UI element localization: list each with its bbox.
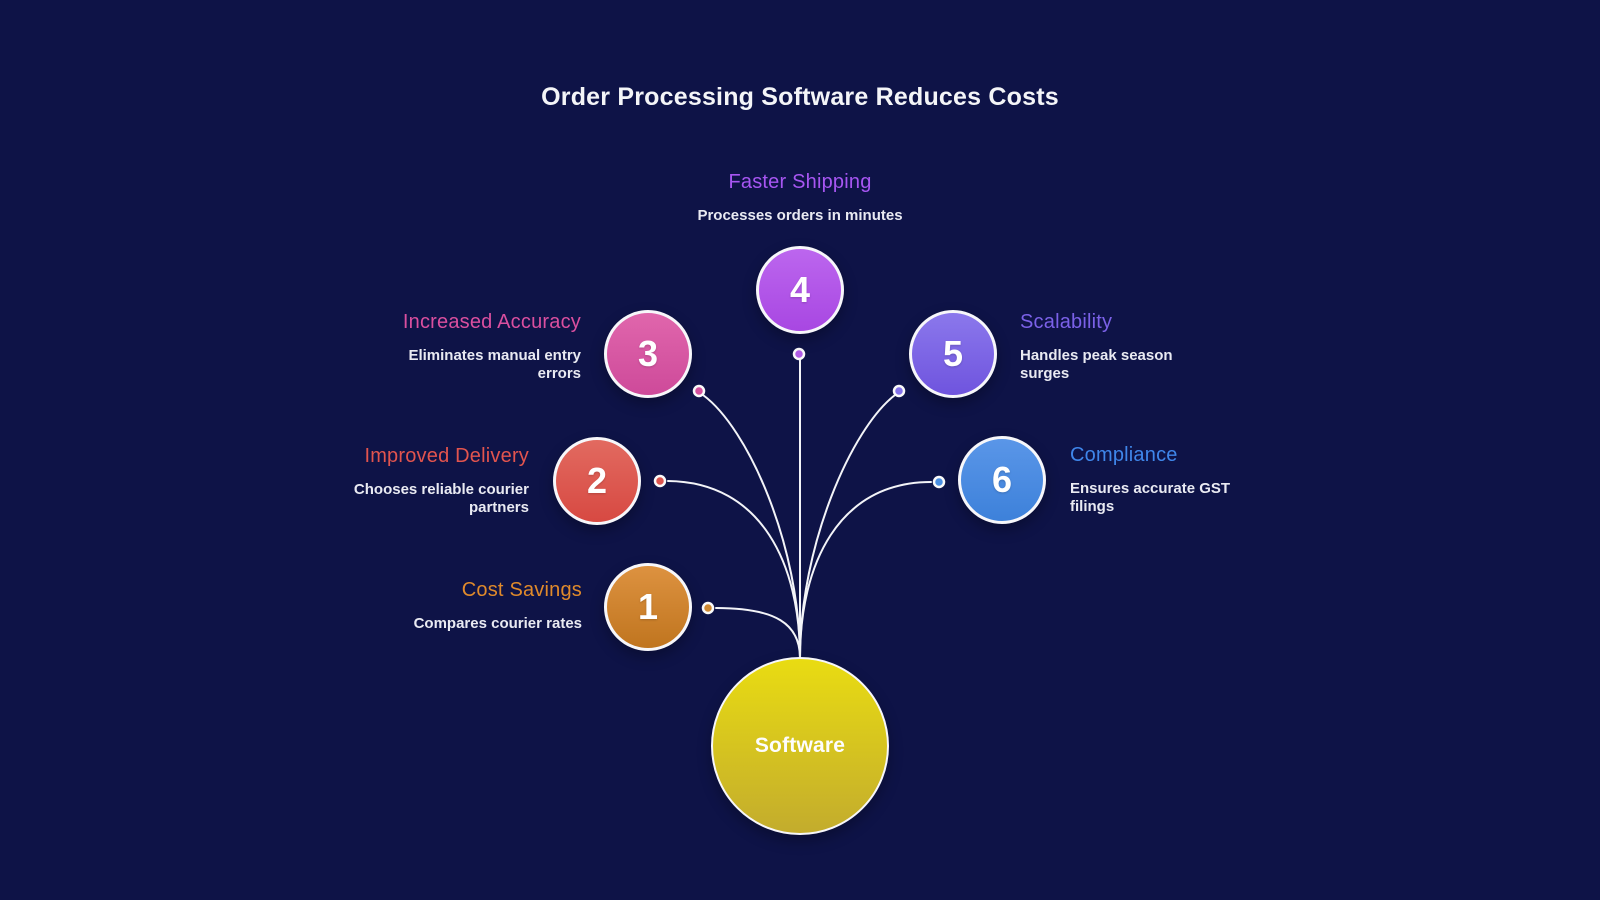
node-label-3: Increased Accuracy [402, 311, 581, 333]
node-circle-6: 6 [958, 436, 1046, 524]
connector-dot-6 [932, 475, 946, 489]
connector-line-1 [715, 607, 801, 659]
node-text-6: Compliance Ensures accurate GST filings [1070, 442, 1255, 516]
node-description-2: Chooses reliable courier partners [353, 481, 529, 516]
node-text-1: Cost Savings Compares courier rates [392, 577, 582, 633]
node-number-2: 2 [586, 460, 608, 501]
node-text-2: Improved Delivery Chooses reliable couri… [339, 443, 529, 517]
node-text-5: Scalability Handles peak season surges [1020, 309, 1200, 383]
connector-dot-1 [701, 601, 715, 615]
node-circle-2: 2 [553, 437, 641, 525]
node-description-6: Ensures accurate GST filings [1070, 480, 1231, 515]
node-number-5: 5 [942, 333, 964, 374]
connector-line-3 [702, 394, 801, 659]
node-description-1: Compares courier rates [413, 615, 582, 632]
node-description-3: Eliminates manual entry errors [408, 347, 581, 382]
node-number-1: 1 [637, 586, 659, 627]
node-description-4: Processes orders in minutes [697, 207, 903, 224]
node-circle-4: 4 [756, 246, 844, 334]
node-circle-1: 1 [604, 563, 692, 651]
node-text-3: Increased Accuracy Eliminates manual ent… [371, 309, 581, 383]
node-circle-5: 5 [909, 310, 997, 398]
node-number-4: 4 [789, 269, 811, 310]
connector-dot-4 [792, 347, 806, 361]
node-label-6: Compliance [1070, 444, 1178, 466]
connector-line-2 [667, 480, 801, 659]
node-description-5: Handles peak season surges [1020, 347, 1173, 382]
node-circle-3: 3 [604, 310, 692, 398]
center-circle-label: Software [754, 734, 846, 757]
node-label-5: Scalability [1020, 311, 1113, 333]
main-title: Order Processing Software Reduces Costs [541, 83, 1059, 111]
center-circle: Software [711, 657, 889, 835]
connector-dot-5 [892, 384, 906, 398]
node-label-1: Cost Savings [461, 579, 582, 601]
connector-dot-2 [653, 474, 667, 488]
node-number-3: 3 [637, 333, 659, 374]
connector-dot-3 [692, 384, 706, 398]
connector-line-6 [799, 481, 932, 659]
node-text-4: Faster Shipping Processes orders in minu… [600, 169, 1000, 225]
node-label-2: Improved Delivery [364, 445, 529, 467]
node-number-6: 6 [991, 459, 1013, 500]
node-label-4: Faster Shipping [728, 171, 872, 193]
connector-line-5 [799, 394, 896, 659]
